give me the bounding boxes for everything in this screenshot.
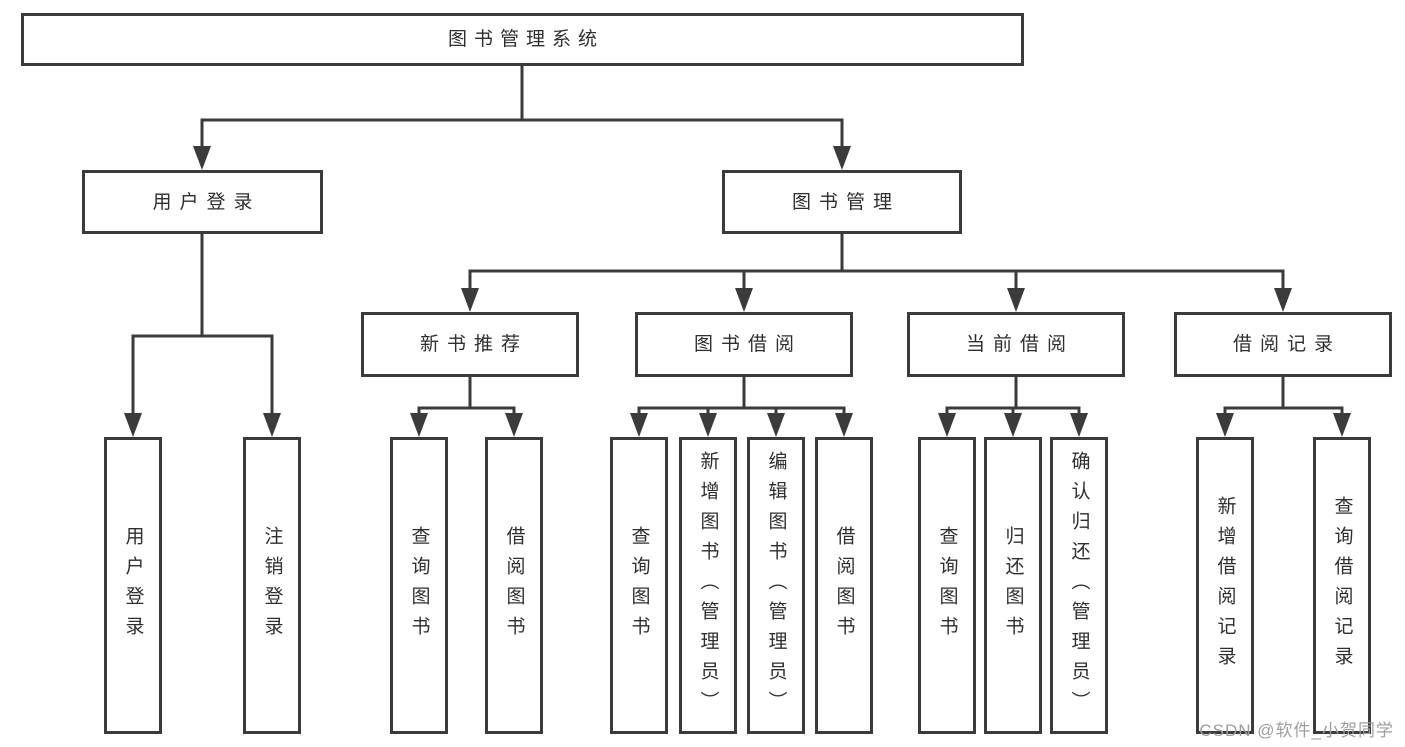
leaf-bb-query-books: 查询图书 — [610, 437, 668, 734]
leaf-br-add-record: 新增借阅记录 — [1196, 437, 1254, 734]
leaf-user-login: 用户登录 — [104, 437, 162, 734]
arrowhead — [1004, 413, 1022, 437]
leaf-cb-query-books: 查询图书 — [918, 437, 976, 734]
arrowhead — [1333, 413, 1351, 437]
arrowhead — [735, 288, 753, 312]
connector-book-borrow — [637, 375, 846, 416]
arrowhead — [1007, 288, 1025, 312]
node-borrow-records: 借阅记录 — [1174, 312, 1392, 377]
arrowhead — [833, 146, 851, 170]
connector-book-management-branch — [468, 231, 1285, 290]
arrowhead — [124, 413, 142, 437]
arrowhead — [1274, 288, 1292, 312]
arrowhead — [630, 413, 648, 437]
leaf-logout: 注销登录 — [243, 437, 301, 734]
leaf-nbr-borrow-books: 借阅图书 — [485, 437, 543, 734]
node-new-book-recommend: 新书推荐 — [361, 312, 579, 377]
arrowhead — [461, 288, 479, 312]
arrowhead — [938, 413, 956, 437]
arrowhead — [767, 413, 785, 437]
node-current-borrow: 当前借阅 — [907, 312, 1125, 377]
arrowhead — [410, 413, 428, 437]
leaf-br-query-record: 查询借阅记录 — [1313, 437, 1371, 734]
leaf-bb-borrow-books: 借阅图书 — [815, 437, 873, 734]
node-library-management-system: 图书管理系统 — [21, 13, 1024, 66]
node-user-login: 用户登录 — [82, 170, 323, 234]
leaf-cb-confirm-return-admin: 确认归还（管理员） — [1050, 437, 1108, 734]
arrowhead — [699, 413, 717, 437]
leaf-bb-add-books-admin: 新增图书（管理员） — [679, 437, 737, 734]
connector-new-book-recommend — [417, 375, 516, 416]
connector-root — [200, 64, 844, 148]
arrowhead — [505, 413, 523, 437]
node-book-borrow: 图书借阅 — [635, 312, 853, 377]
arrowhead — [193, 146, 211, 170]
arrowhead — [263, 413, 281, 437]
arrowhead — [1216, 413, 1234, 437]
connector-borrow-records — [1223, 375, 1344, 416]
node-book-management: 图书管理 — [722, 170, 962, 234]
csdn-watermark: CSDN @软件_小贺同学 — [1199, 721, 1394, 740]
arrowheads — [124, 146, 1351, 437]
leaf-cb-return-books: 归还图书 — [984, 437, 1042, 734]
connector-current-borrow — [945, 375, 1081, 416]
leaf-bb-edit-books-admin: 编辑图书（管理员） — [747, 437, 805, 734]
arrowhead — [1070, 413, 1088, 437]
connector-user-login-branch — [131, 231, 274, 416]
leaf-nbr-query-books: 查询图书 — [390, 437, 448, 734]
arrowhead — [835, 413, 853, 437]
